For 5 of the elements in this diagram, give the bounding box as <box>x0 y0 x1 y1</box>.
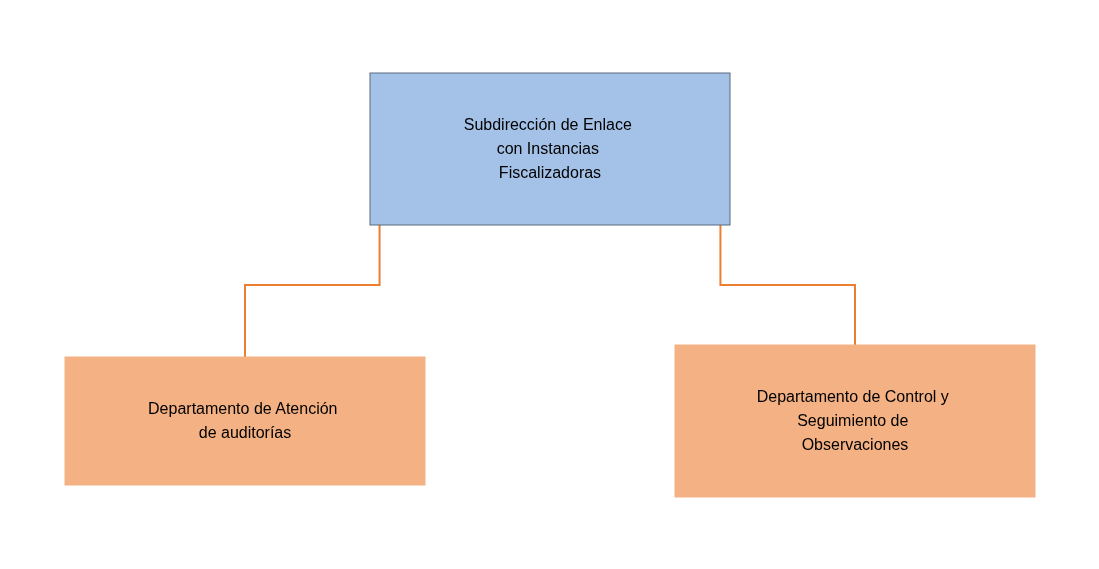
node-box: Subdirección de Enlace con Instancias Fiscalizadoras <box>369 72 730 225</box>
node-box: Departamento de Atención de auditorías <box>64 356 425 485</box>
connector <box>243 223 381 358</box>
node-box: Departamento de Control y Seguimiento de Observaciones <box>674 344 1035 497</box>
connector <box>718 223 856 346</box>
